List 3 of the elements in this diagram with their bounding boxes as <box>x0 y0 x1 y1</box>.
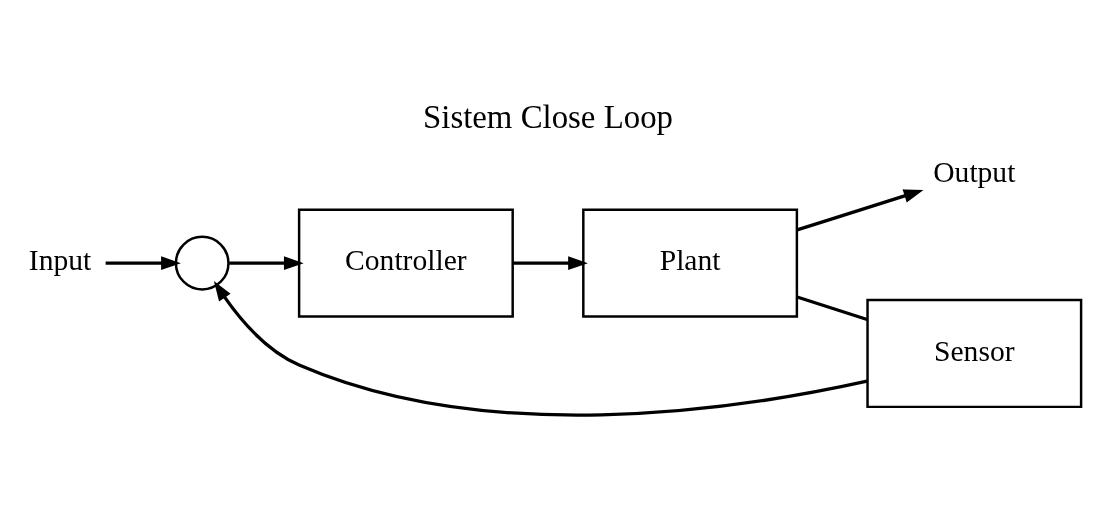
node-text: Output <box>933 155 1016 188</box>
diagram-title: Sistem Close Loop <box>423 99 673 136</box>
node-text: Input <box>28 244 92 277</box>
